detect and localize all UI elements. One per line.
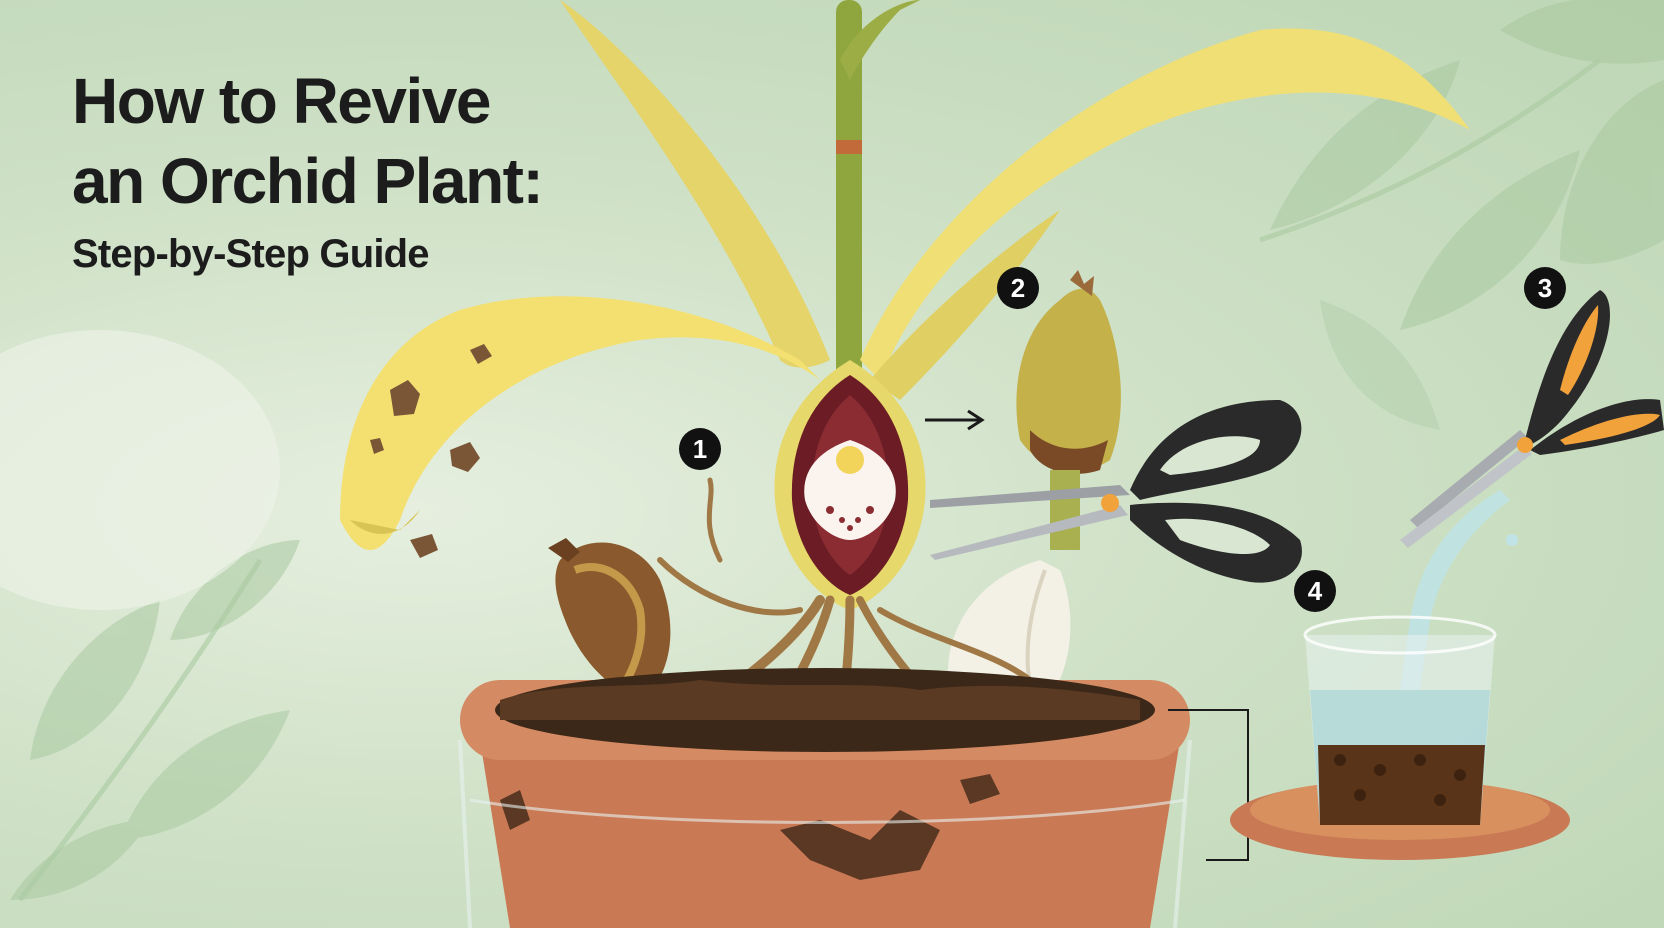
arrow [925,409,985,431]
step-badge-3: 3 [1524,267,1566,309]
page-title-line-1: How to Revive [72,65,491,137]
dried-bulb [548,538,671,700]
page-subtitle: Step-by-Step Guide [72,232,430,276]
background-haze [0,330,280,610]
orchid-plant [340,0,1470,558]
step-badge-4: 4 [1294,570,1336,612]
water-glass [1230,615,1570,860]
bracket-line [1168,709,1249,861]
background-stems [18,57,1602,902]
step-badge-2: 2 [997,267,1039,309]
scissors-icon-step3 [1400,290,1664,548]
page-title-line-2: an Orchid Plant: [72,145,544,217]
scissors-icon [930,400,1302,583]
background-leaves [10,0,1664,900]
terracotta-pot [458,668,1192,928]
bulb-cross-section [774,360,926,610]
step-badge-1: 1 [679,428,721,470]
